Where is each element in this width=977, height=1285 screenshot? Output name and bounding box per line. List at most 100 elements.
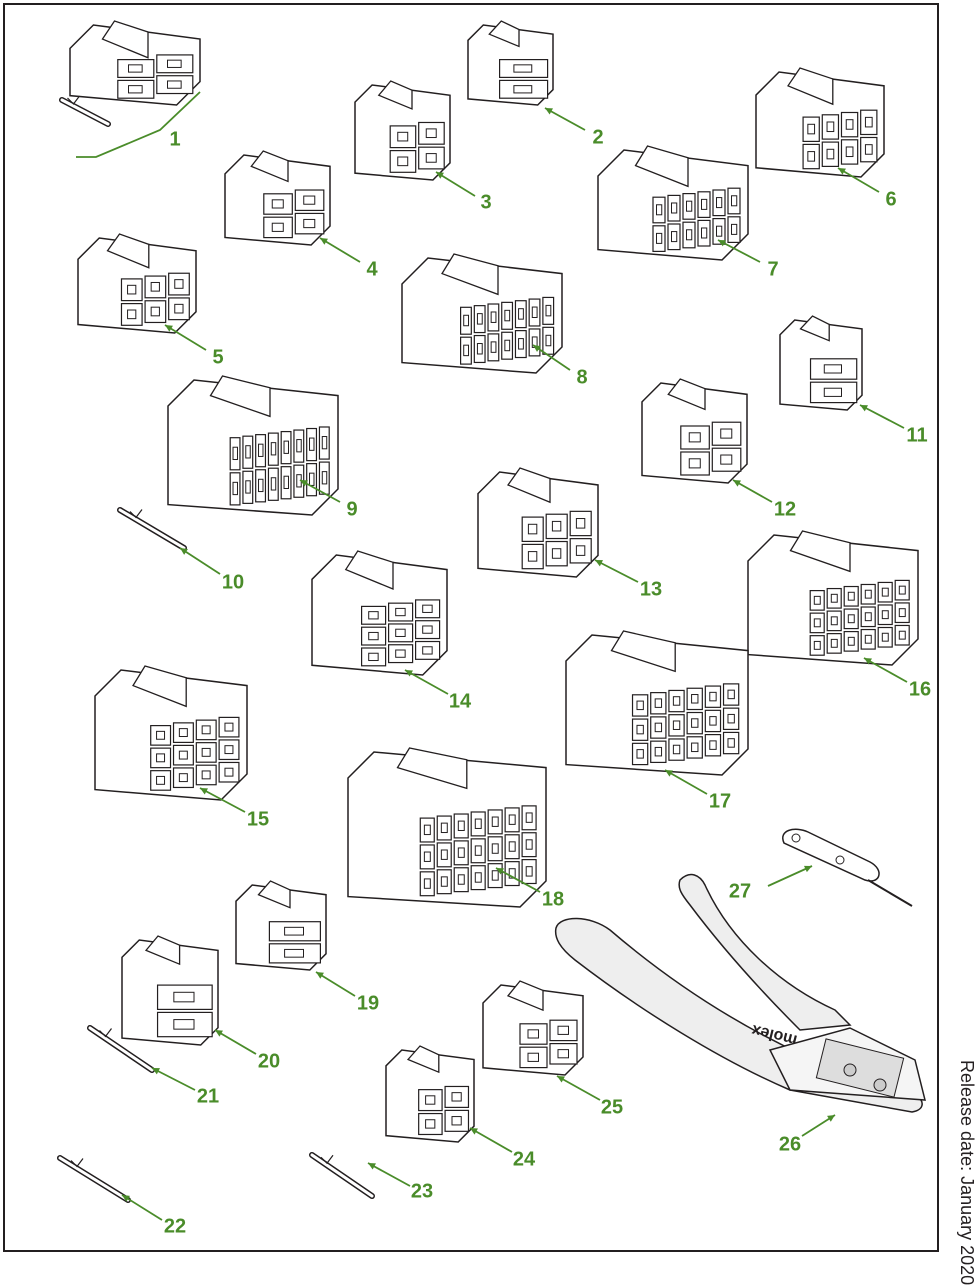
cavity-contact [813,595,821,605]
callout-leader [404,669,449,695]
cavity-contact [474,845,482,856]
callout-arrowhead [180,548,188,555]
cavity [418,121,445,145]
cavity [195,742,217,763]
callout-arrowhead [152,1068,160,1075]
cavity-contact [245,445,251,459]
callout-leader [837,167,880,193]
callout-number: 9 [346,498,357,520]
cavity [306,463,318,497]
cavity [444,1109,470,1132]
die-screw-icon [873,1078,887,1092]
cavity-contact [731,195,738,207]
callout-arrowhead [368,1163,376,1170]
cavity [168,297,190,321]
cavity [894,579,910,601]
cavity-contact [232,446,238,461]
cavity-contact [826,148,835,160]
callout-arrowhead [200,788,208,795]
cavity-contact [813,640,821,650]
cavity-contact [525,812,533,823]
cavity [453,840,469,866]
callout-3: 3 [435,171,492,213]
latch [144,935,181,966]
latch [787,67,834,106]
extraction-tool-body [782,828,880,882]
callout-number: 11 [906,424,927,446]
diagram-frame [3,3,939,1252]
cavity-contact [397,131,409,142]
latch [101,20,149,59]
cavity [318,426,330,460]
cavity-contact [127,284,137,295]
cavity [470,865,486,891]
cavity [229,437,241,471]
cavity-contact [201,747,211,757]
cavity [697,191,711,219]
callout-27: 27 [729,865,813,902]
crimp-terminal [117,507,187,551]
callout-leader [664,769,708,795]
cavity [809,381,858,404]
callout-arrowhead [864,658,872,665]
callout-arrowhead [545,108,553,115]
cavity-contact [296,439,302,453]
cavity-contact [513,85,533,94]
callout-18: 18 [495,867,564,910]
cavity-contact [491,843,499,854]
callout-leader [214,1029,257,1055]
cavity-contact [864,116,873,128]
cavity [415,620,441,640]
cavity-contact [508,868,516,879]
cavity-contact [156,775,166,785]
cavity-contact [688,432,701,443]
cavity [172,722,194,743]
cavity [172,767,194,789]
callout-number: 10 [222,571,244,593]
cavity-contact [654,746,663,757]
callout-number: 12 [774,498,796,520]
callout-arrowhead [320,238,328,245]
cavity [242,470,254,504]
cavity [843,585,859,607]
callout-number: 1 [169,128,180,150]
cavity-contact [178,773,188,783]
cavity-contact [898,608,906,618]
terminal-crimp-wings [129,509,143,519]
cavity-contact [898,630,906,640]
callout-number: 8 [576,366,587,388]
cavity-contact [845,119,854,130]
cavity-contact [518,338,524,350]
cavity-contact [508,814,516,825]
callout-arrowhead [595,560,603,567]
cavity [436,842,452,868]
cavity-contact [284,948,305,958]
cavity [501,301,514,330]
cavity-contact [864,144,873,155]
cavity-contact [224,722,234,732]
cavity [504,807,520,833]
connector-housing [69,20,201,106]
callout-11: 11 [859,404,928,446]
callout-number: 18 [542,888,564,910]
cavity [444,1085,470,1108]
cavity [877,626,893,648]
latch [396,747,468,790]
callout-leader [469,1127,513,1153]
cavity-contact [422,646,433,655]
cavity [294,212,325,235]
connector-housing [401,253,563,374]
cavity-contact [173,991,195,1003]
cavity-contact [258,478,264,493]
callout-arrowhead [122,1195,130,1202]
callout-leader [121,1194,163,1221]
cavity [514,300,527,329]
cavity-contact [463,314,470,327]
cavity-contact [284,926,305,936]
cavity [860,583,876,605]
cavity-contact [474,872,482,883]
cavity [361,647,387,667]
callout-number: 6 [885,188,896,210]
cavity [667,194,681,222]
